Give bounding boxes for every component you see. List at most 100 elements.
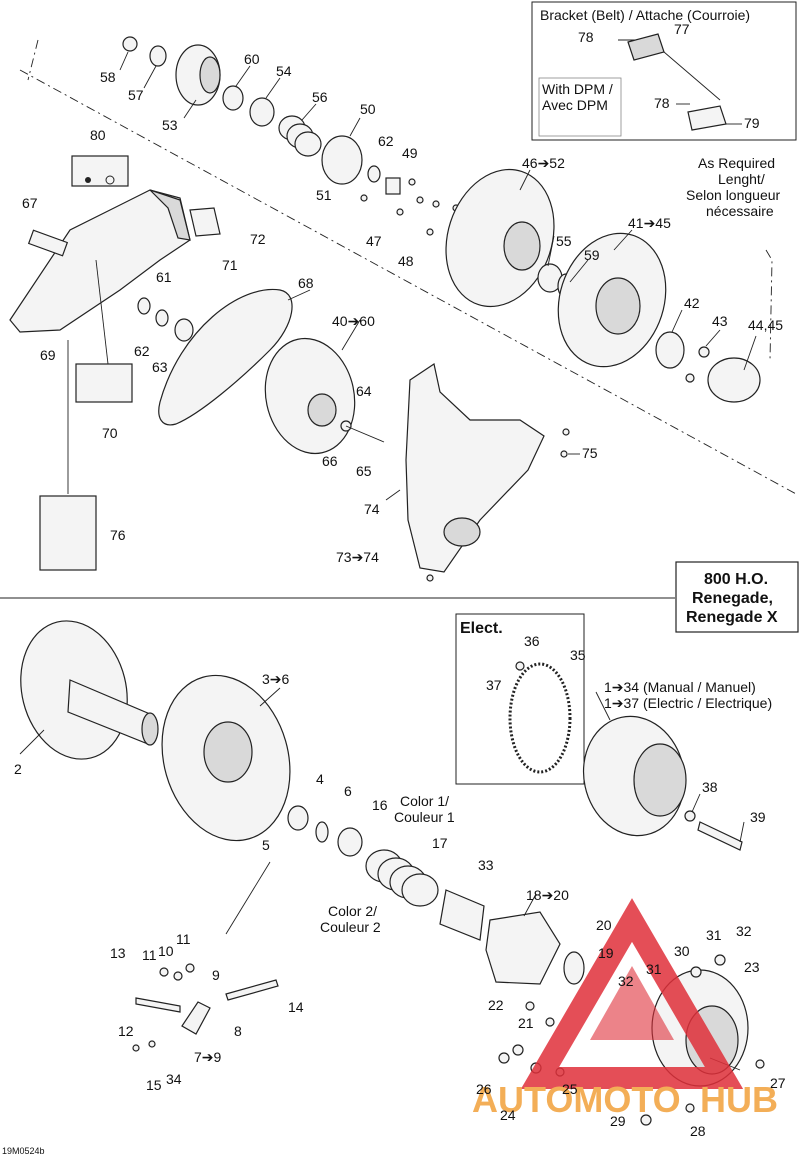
label-60: 60 xyxy=(244,51,260,67)
dpm-line-2: Avec DPM xyxy=(542,97,608,113)
as-required-line-2: Lenght/ xyxy=(718,171,765,187)
sticker-70 xyxy=(75,363,133,403)
label-53: 53 xyxy=(162,117,178,133)
lever-7-9 xyxy=(181,1001,211,1035)
ring-57 xyxy=(149,45,167,67)
model-line-3: Renegade X xyxy=(686,609,778,626)
label-78-top: 78 xyxy=(578,29,594,45)
label-66: 66 xyxy=(322,453,338,469)
label-34: 34 xyxy=(166,1071,182,1087)
screw-set-44-45 xyxy=(707,357,761,403)
label-6: 6 xyxy=(344,783,352,799)
washer-16 xyxy=(337,827,363,857)
pin-12 xyxy=(135,997,181,1013)
label-72: 72 xyxy=(250,231,266,247)
label-73-74: 73➔74 xyxy=(336,549,379,565)
label-69: 69 xyxy=(40,347,56,363)
label-39: 39 xyxy=(750,809,766,825)
sticker-76 xyxy=(39,495,97,571)
diagram-code: 19M0524b xyxy=(2,1146,45,1156)
color-1-line-1: Color 1/ xyxy=(400,793,449,809)
label-21: 21 xyxy=(518,1015,534,1031)
label-30: 30 xyxy=(674,943,690,959)
label-32-mid: 32 xyxy=(618,973,634,989)
as-required-note: As Required Lenght/ Selon longueur néces… xyxy=(686,155,781,219)
color-2-line-2: Couleur 2 xyxy=(320,919,381,935)
bushing-4 xyxy=(287,805,309,831)
label-13: 13 xyxy=(110,945,126,961)
label-23: 23 xyxy=(744,959,760,975)
section-diagonal-upper xyxy=(19,69,799,496)
label-15: 15 xyxy=(146,1077,162,1093)
cover-73-74 xyxy=(405,363,545,573)
model-line-2: Renegade, xyxy=(692,590,773,607)
label-40-60: 40➔60 xyxy=(332,313,375,329)
label-28: 28 xyxy=(690,1123,706,1139)
label-19: 19 xyxy=(598,945,614,961)
label-16: 16 xyxy=(372,797,388,813)
dpm-line-1: With DPM / xyxy=(542,81,613,97)
label-20: 20 xyxy=(596,917,612,933)
label-9: 9 xyxy=(212,967,220,983)
label-49: 49 xyxy=(402,145,418,161)
label-63: 63 xyxy=(152,359,168,375)
label-38: 38 xyxy=(702,779,718,795)
label-41-45: 41➔45 xyxy=(628,215,671,231)
drive-pulley-40-60 xyxy=(264,337,356,455)
upper-parts xyxy=(9,36,773,582)
leader-lines xyxy=(19,51,757,1071)
sheave-46-52 xyxy=(445,168,555,308)
label-65: 65 xyxy=(356,463,372,479)
label-27: 27 xyxy=(770,1075,786,1091)
color-1-line-2: Couleur 1 xyxy=(394,809,455,825)
label-5: 5 xyxy=(262,837,270,853)
label-50: 50 xyxy=(360,101,376,117)
label-44-45: 44,45 xyxy=(748,317,783,333)
label-79: 79 xyxy=(744,115,760,131)
label-59: 59 xyxy=(584,247,600,263)
label-46-52: 46➔52 xyxy=(522,155,565,171)
label-62-top: 62 xyxy=(378,133,394,149)
part-labels: 58 57 53 60 54 56 50 62 49 51 80 67 72 7… xyxy=(14,21,786,1139)
label-25: 25 xyxy=(562,1081,578,1097)
elect-title: Elect. xyxy=(460,620,503,637)
label-12: 12 xyxy=(118,1023,134,1039)
variant-electric: 1➔37 (Electric / Electrique) xyxy=(604,695,772,711)
label-77: 77 xyxy=(674,21,690,37)
label-42: 42 xyxy=(684,295,700,311)
label-70: 70 xyxy=(102,425,118,441)
label-48: 48 xyxy=(398,253,414,269)
label-17: 17 xyxy=(432,835,448,851)
label-43: 43 xyxy=(712,313,728,329)
label-3-6: 3➔6 xyxy=(262,671,290,687)
elect-box: Elect. xyxy=(455,613,585,785)
spring-67 xyxy=(27,229,69,257)
model-box: 800 H.O. Renegade, Renegade X xyxy=(675,561,799,633)
ring-60 xyxy=(222,85,244,111)
washer-58 xyxy=(122,36,138,52)
bracket-box-title: Bracket (Belt) / Attache (Courroie) xyxy=(540,7,750,23)
guard-bracket-71 xyxy=(189,207,221,237)
label-10: 10 xyxy=(158,943,174,959)
label-67: 67 xyxy=(22,195,38,211)
label-32-top: 32 xyxy=(736,923,752,939)
label-26: 26 xyxy=(476,1081,492,1097)
label-68: 68 xyxy=(298,275,314,291)
sleeve-33 xyxy=(439,889,485,941)
as-required-line-3: Selon longueur xyxy=(686,187,781,203)
label-31-mid: 31 xyxy=(646,961,662,977)
guide-line-top-left xyxy=(27,39,39,81)
label-4: 4 xyxy=(316,771,324,787)
label-61: 61 xyxy=(156,269,172,285)
label-76: 76 xyxy=(110,527,126,543)
label-55: 55 xyxy=(556,233,572,249)
label-7-9: 7➔9 xyxy=(194,1049,222,1065)
label-36: 36 xyxy=(524,633,540,649)
label-54: 54 xyxy=(276,63,292,79)
label-14: 14 xyxy=(288,999,304,1015)
label-18-20: 18➔20 xyxy=(526,887,569,903)
label-47: 47 xyxy=(366,233,382,249)
label-35: 35 xyxy=(570,647,586,663)
ring-19 xyxy=(563,951,585,985)
